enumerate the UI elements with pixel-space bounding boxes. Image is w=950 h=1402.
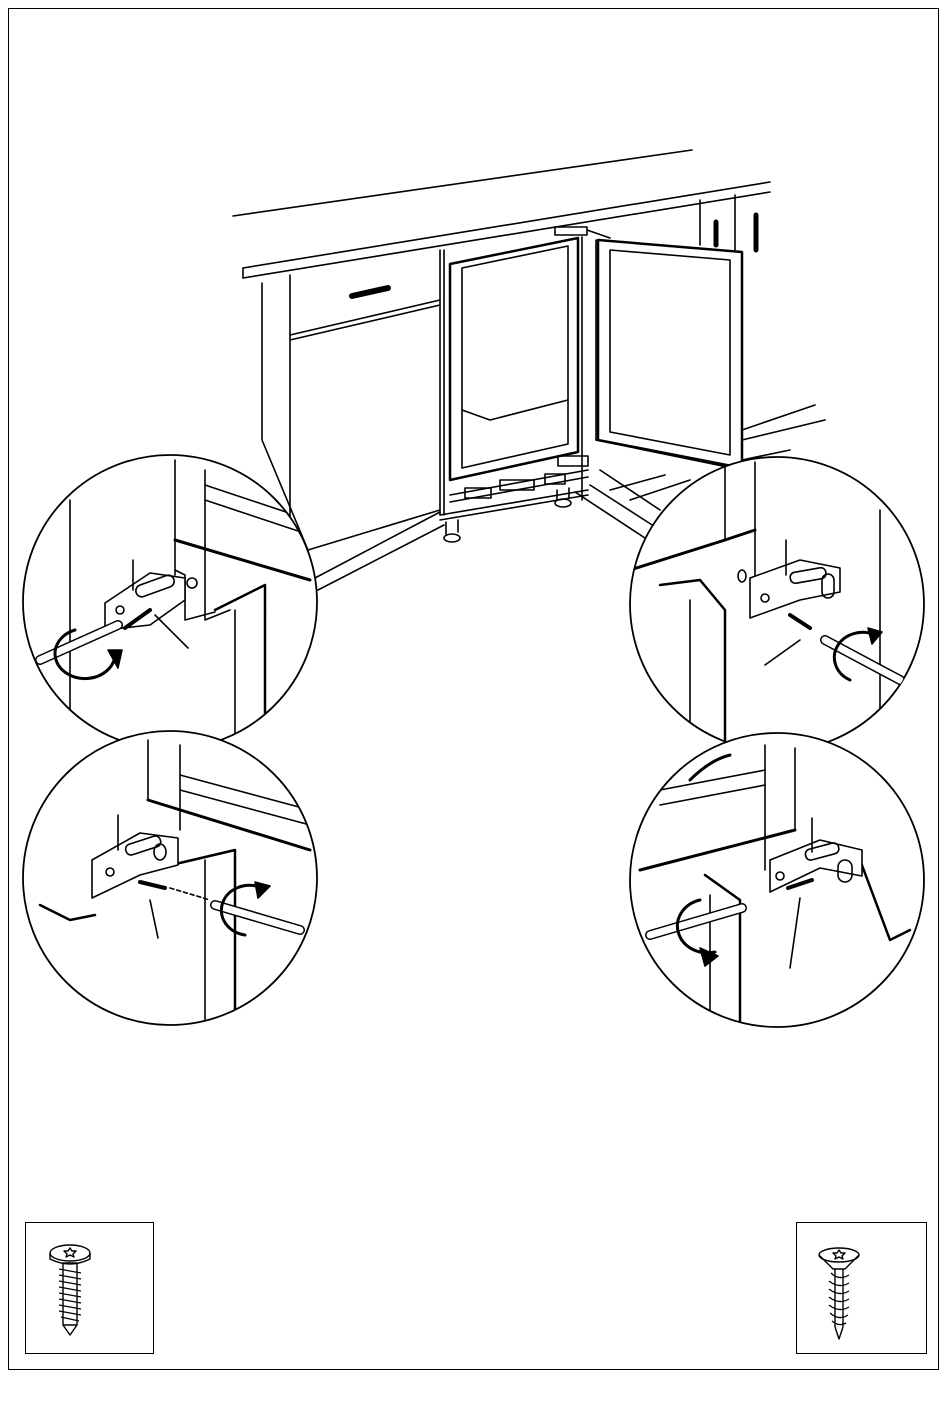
countersunk-wood-screw-icon xyxy=(797,1223,928,1355)
pan-head-tapping-screw-icon xyxy=(26,1223,155,1355)
appliance-body xyxy=(440,227,610,542)
detail-top-right xyxy=(630,457,924,751)
left-cabinet xyxy=(262,250,444,550)
detail-bottom-left xyxy=(23,731,317,1025)
screw-box-left xyxy=(25,1222,154,1354)
detail-top-left xyxy=(23,455,317,750)
screw-box-right xyxy=(796,1222,927,1354)
open-door xyxy=(596,240,742,470)
countertop xyxy=(233,150,770,278)
detail-bottom-right xyxy=(630,733,924,1030)
